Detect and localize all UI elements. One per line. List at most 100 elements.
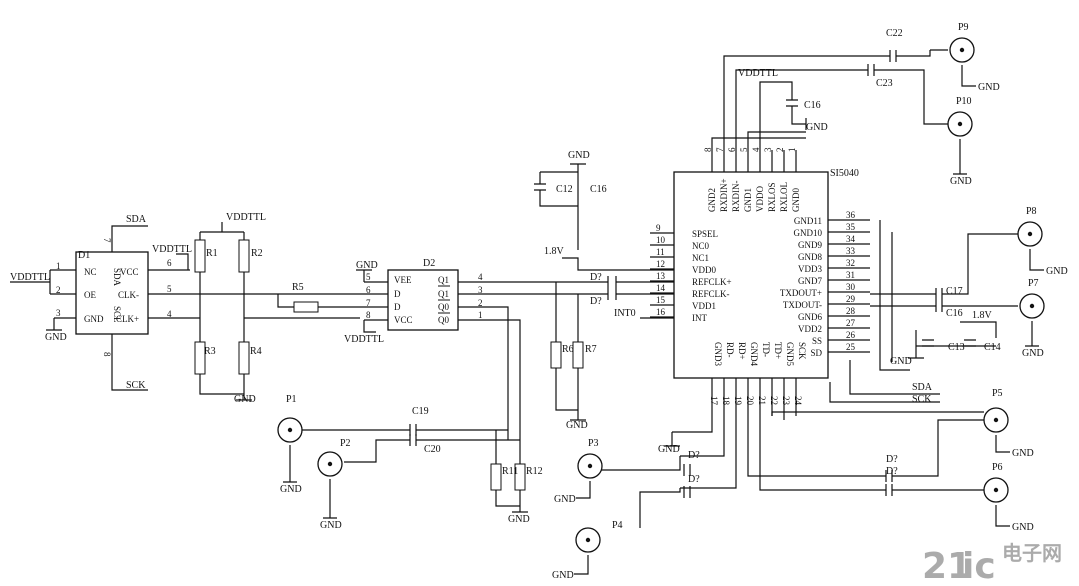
si5040-num-bottom: 23 (781, 396, 791, 406)
label-p6: P6 (992, 462, 1003, 473)
vddttl-top: VDDTTL (226, 212, 266, 223)
resistor-r11 (490, 463, 502, 491)
si5040-num-top: 7 (715, 147, 725, 152)
label-r11: R11 (502, 466, 518, 477)
d2-num-3: 3 (478, 285, 483, 295)
d1-vddttl-left: VDDTTL (10, 272, 50, 283)
si5040-num-right: 25 (846, 342, 856, 352)
si5040-pin-top: GND1 (743, 188, 753, 212)
caps-c19-c20: C19 C20 R11 R12 GND (300, 406, 543, 525)
bottom-gnd: GND (658, 444, 680, 455)
d2-pin-vee: VEE (394, 275, 412, 285)
resistor-r4 (238, 341, 250, 375)
label-r2: R2 (251, 248, 263, 259)
si5040-num-left: 9 (656, 223, 661, 233)
si5040-num-top: 2 (775, 148, 785, 153)
label-d-cap-2: D? (590, 296, 602, 307)
d1-num-8: 8 (102, 352, 112, 357)
d1-pin-vcc: VCC (120, 267, 139, 277)
si5040-num-top: 4 (751, 147, 761, 152)
si5040-right-network: C17 C16 1.8V C13 C14 GND SDA SCK (829, 220, 1018, 405)
label-r3: R3 (204, 346, 216, 357)
si5040-pin-left: NC0 (692, 241, 710, 251)
d2-pin-q1n: Q1 (438, 289, 449, 299)
si5040-pin-left: REFCLK- (692, 289, 730, 299)
caps-c12-c16: GND C12 C16 1.8V R6 R7 GND D? D? INT0 (534, 150, 674, 431)
d2-vddttl: VDDTTL (344, 334, 384, 345)
si5040-pin-bottom: TD+ (773, 342, 783, 359)
label-p7: P7 (1028, 278, 1039, 289)
si5040-pin-left: REFCLK+ (692, 277, 732, 287)
p2-gnd: GND (320, 520, 342, 531)
si5040-num-top: 6 (727, 147, 737, 152)
si5040-num-left: 15 (656, 295, 666, 305)
si5040-num-right: 32 (846, 258, 855, 268)
d2-pin-q1: Q1 (438, 275, 449, 285)
si5040-num-right: 30 (846, 282, 856, 292)
resistor-r2 (238, 239, 250, 273)
p9-gnd: GND (978, 82, 1000, 93)
connectors: P1GNDP2GNDP3GNDP4GNDP5GNDP6GNDP7GNDP8GND… (277, 22, 1068, 581)
d1-net-sck: SCK (126, 380, 146, 391)
si5040-num-left: 13 (656, 271, 666, 281)
d1-num-6: 6 (167, 258, 172, 268)
net-sck: SCK (912, 394, 932, 405)
d1-pin-clkp: CLK+ (116, 314, 139, 324)
watermark-cn: 电子网 (1002, 541, 1062, 565)
label-d-p3: D? (688, 450, 700, 461)
d2-num-5: 5 (366, 272, 371, 282)
si5040-pin-bottom: SCK (797, 342, 807, 360)
si5040-pin-right: VDD3 (798, 264, 822, 274)
d2-num-2: 2 (478, 298, 483, 308)
label-r5: R5 (292, 282, 304, 293)
d1-pin-nc: NC (84, 267, 97, 277)
right-gnd: GND (890, 356, 912, 367)
ic-d2: D2 VEE D D VCC Q1 Q1 Q0 Q0 5 6 7 8 4 3 2… (344, 258, 600, 440)
d2-num-6: 6 (366, 285, 371, 295)
label-p3: P3 (588, 438, 599, 449)
si5040-pin-right: GND8 (798, 252, 822, 262)
d2-num-1: 1 (478, 310, 483, 320)
d2-pin-vcc: VCC (394, 315, 413, 325)
si5040-pin-bottom: GND4 (749, 342, 759, 366)
si5040-num-bottom: 17 (709, 396, 719, 406)
label-c16-right: C16 (946, 308, 963, 319)
si5040-pin-right: TXDOUT+ (780, 288, 822, 298)
label-c13: C13 (948, 342, 965, 353)
watermark-ic: ic (962, 546, 996, 586)
si5040-pin-bottom: GND3 (713, 342, 723, 366)
si5040-num-right: 27 (846, 318, 856, 328)
si5040-num-left: 12 (656, 259, 665, 269)
label-c16-mid: C16 (804, 100, 821, 111)
d1-gnd: GND (45, 332, 67, 343)
d1-num-5: 5 (167, 284, 172, 294)
d2-num-7: 7 (366, 298, 371, 308)
si5040-pin-top: GND0 (791, 188, 801, 212)
label-d-p4: D? (688, 474, 700, 485)
label-c12: C12 (556, 184, 573, 195)
d1-net-sda: SDA (126, 214, 147, 225)
si5040-pin-left: SPSEL (692, 229, 718, 239)
label-vddttl-top: VDDTTL (738, 68, 778, 79)
c16-gnd: GND (806, 122, 828, 133)
si5040-num-right: 33 (846, 246, 856, 256)
d2-pin-d: D (394, 289, 401, 299)
si5040-num-right: 28 (846, 306, 856, 316)
si5040-pin-right: GND9 (798, 240, 822, 250)
p7-gnd: GND (1022, 348, 1044, 359)
d1-pin-gnd: GND (84, 314, 104, 324)
watermark-num: 21 (922, 546, 972, 586)
si5040-pin-top: GND2 (707, 188, 717, 212)
si5040-pin-right: GND11 (794, 216, 822, 226)
si5040-num-right: 35 (846, 222, 856, 232)
p4-gnd: GND (552, 570, 574, 581)
p6-gnd: GND (1012, 522, 1034, 533)
resistor-r1 (194, 239, 206, 273)
si5040-pin-top: RXDIN- (731, 181, 741, 213)
